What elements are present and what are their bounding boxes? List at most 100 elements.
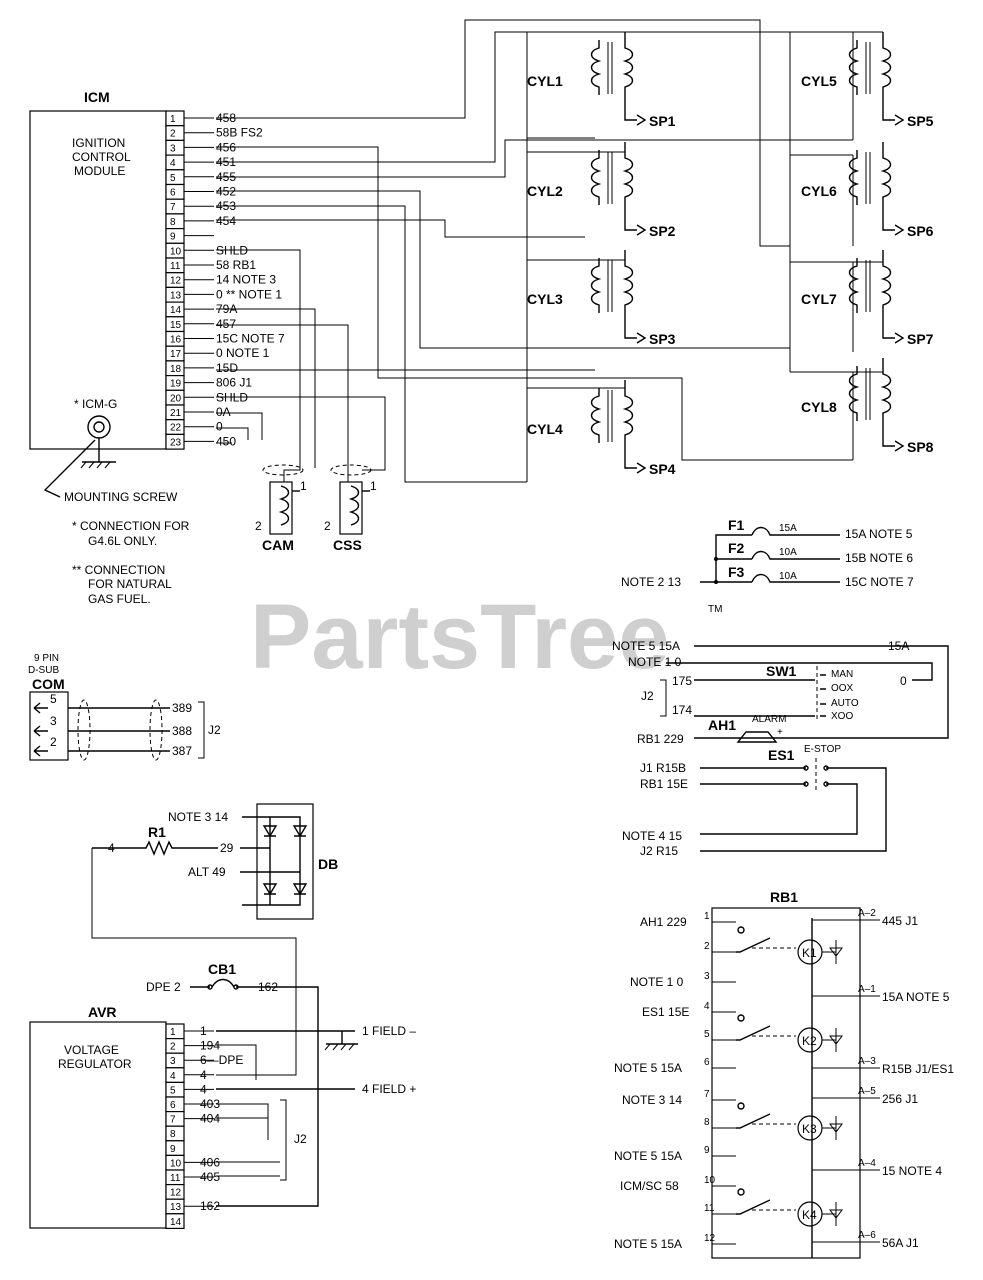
rb1-pin-7: 7	[704, 1089, 710, 1100]
rb1-rpin-5: A–4	[858, 1158, 876, 1169]
relay-label-1: K1	[802, 946, 817, 960]
icm-pin-22: 22	[170, 423, 182, 434]
icm-pin-6: 6	[170, 188, 176, 199]
es-left-2: RB1 15E	[640, 777, 688, 791]
avr-dpe: DPE 2	[146, 980, 181, 994]
icm-wire-23: 450	[216, 434, 236, 448]
icm-wire-16: 15C NOTE 7	[216, 332, 285, 346]
fuse-block: F1 F2 F3 15A 10A 10A 15A NOTE 5 15B NOTE…	[621, 517, 914, 589]
avr-pin-12: 12	[170, 1188, 182, 1199]
rb1-left-10: ICM/SC 58	[620, 1179, 679, 1193]
sw1-label: SW1	[766, 663, 797, 679]
spark-plug-3: SP3	[649, 331, 676, 347]
sw1-pos-oox: OOX	[831, 683, 854, 694]
icm-desc-line-3: MODULE	[74, 164, 125, 178]
com-port: 9 PIN D-SUB COM 5 3 2 389 388 387 J2	[28, 653, 221, 761]
fuse-input: NOTE 2 13	[621, 575, 681, 589]
sw-left-1: NOTE 5 15A	[612, 639, 680, 653]
rb1-right-2: 15A NOTE 5	[882, 990, 950, 1004]
es-left-3: NOTE 4 15	[622, 829, 682, 843]
relay-label-4: K4	[802, 1208, 817, 1222]
rb1-right-4: 256 J1	[882, 1092, 918, 1106]
rb1-rpin-2: A–1	[858, 984, 876, 995]
icm-pin-12: 12	[170, 276, 182, 287]
com-j2: J2	[208, 723, 221, 737]
rb1-rpin-3: A–3	[858, 1056, 876, 1067]
avr-wire-1: 1	[200, 1024, 207, 1038]
cam-pin-2: 2	[255, 519, 262, 533]
rb1-pin-12: 12	[704, 1233, 716, 1244]
icm-pin-2: 2	[170, 129, 176, 140]
com-title: COM	[32, 676, 65, 692]
icm-pin-11: 11	[170, 261, 181, 272]
sw1-pos-auto: AUTO	[831, 698, 859, 709]
avr-pin-14: 14	[170, 1217, 182, 1228]
alarm-label: ALARM	[752, 714, 786, 725]
com-pin-5: 5	[50, 692, 57, 706]
icm-wire-8: 454	[216, 214, 236, 228]
fuse-f3-rating: 10A	[779, 571, 797, 582]
com-header-1: 9 PIN	[34, 653, 59, 664]
rb1-right-3: R15B J1/ES1	[882, 1062, 954, 1076]
coil-label-5: CYL5	[801, 73, 837, 89]
es-left-4: J2 R15	[640, 844, 678, 858]
avr-pin-11: 11	[170, 1173, 181, 1184]
com-wire-387: 387	[172, 744, 192, 758]
fuse-f2-label: F2	[728, 540, 745, 556]
avr-pin-5: 5	[170, 1085, 176, 1096]
avr-wire-2: 194	[200, 1039, 220, 1053]
css-sensor: 1 2 CSS	[324, 464, 377, 553]
spark-plug-2: SP2	[649, 223, 676, 239]
icm-pin-23: 23	[170, 437, 182, 448]
rb1-right-6: 56A J1	[882, 1236, 919, 1250]
avr-pin-9: 9	[170, 1144, 176, 1155]
db-title: DB	[318, 856, 338, 872]
icm-pin-9: 9	[170, 232, 176, 243]
com-wire-388: 388	[172, 724, 192, 738]
icm-pin-8: 8	[170, 217, 176, 228]
avr-pin-8: 8	[170, 1129, 176, 1140]
sw-right-15a: 15A	[888, 639, 909, 653]
sw-j2: J2	[641, 689, 654, 703]
field-plus: 4 FIELD +	[362, 1082, 416, 1096]
spark-plug-6: SP6	[907, 223, 934, 239]
fuse-out-1: 15A NOTE 5	[845, 527, 913, 541]
avr-pin-2: 2	[170, 1042, 176, 1053]
icm-pin-16: 16	[170, 335, 182, 346]
icm-pin-13: 13	[170, 290, 182, 301]
note-double-2: FOR NATURAL	[88, 577, 172, 591]
rb1-left-9: NOTE 5 15A	[614, 1149, 682, 1163]
note-double-3: GAS FUEL.	[88, 592, 151, 606]
com-pin-3: 3	[50, 714, 57, 728]
fuse-out-2: 15B NOTE 6	[845, 551, 913, 565]
fuse-out-3: 15C NOTE 7	[845, 575, 914, 589]
icm-pin-7: 7	[170, 202, 176, 213]
rb1-left-4: ES1 15E	[642, 1005, 689, 1019]
css-pin-2: 2	[324, 519, 331, 533]
rb1-left-7: NOTE 3 14	[622, 1093, 682, 1107]
icm-pin-21: 21	[170, 408, 182, 419]
icm-desc-line-1: IGNITION	[72, 136, 125, 150]
rb1-rpin-1: A–2	[858, 908, 876, 919]
coil-label-6: CYL6	[801, 183, 837, 199]
rb1-pin-6: 6	[704, 1057, 710, 1068]
avr-162: 162	[258, 980, 278, 994]
avr-desc-1: VOLTAGE	[64, 1043, 119, 1057]
avr-title: AVR	[88, 1004, 117, 1020]
relay-label-3: K3	[802, 1122, 817, 1136]
coil-label-3: CYL3	[527, 291, 563, 307]
rb1-left-3: NOTE 1 0	[630, 975, 684, 989]
rb1-pin-4: 4	[704, 1001, 710, 1012]
note-double-1: ** CONNECTION	[72, 563, 165, 577]
avr-wire-6: 403	[200, 1097, 220, 1111]
rb1-pin-9: 9	[704, 1145, 710, 1156]
icm-pin-19: 19	[170, 379, 182, 390]
spark-plug-4: SP4	[649, 461, 676, 477]
avr-wire-7: 404	[200, 1112, 220, 1126]
coil-label-2: CYL2	[527, 183, 563, 199]
icm-pin-4: 4	[170, 158, 176, 169]
avr-wire-4: 4	[200, 1068, 207, 1082]
